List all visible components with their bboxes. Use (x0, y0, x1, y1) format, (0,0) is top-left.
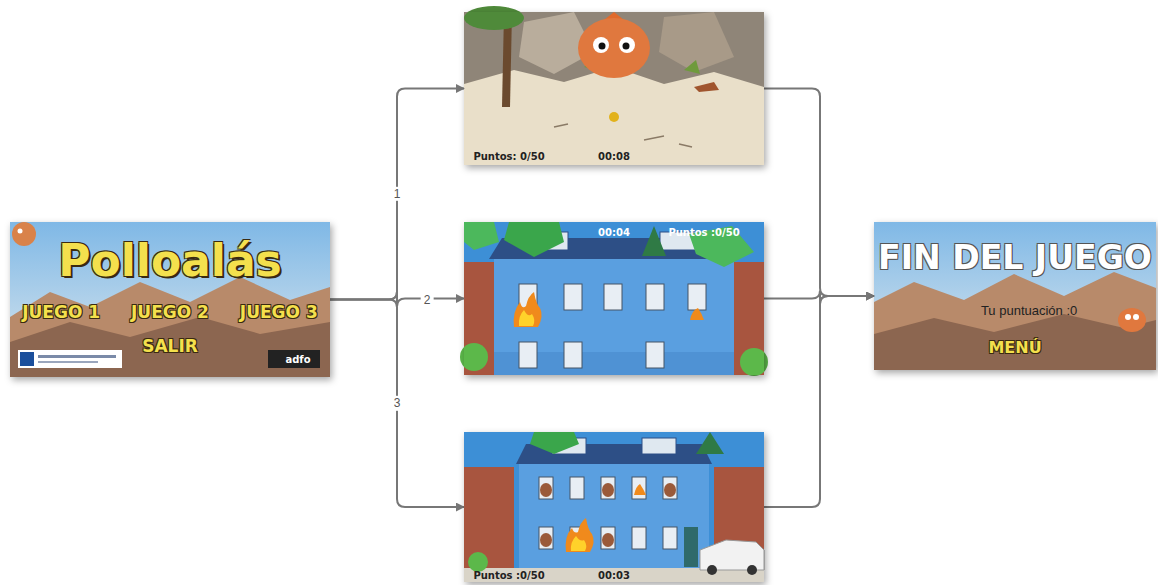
edge-label: 1 (391, 187, 404, 201)
score-text: Puntos :0/50 (668, 226, 739, 237)
flow-arrow (330, 300, 464, 508)
menu-button: SALIR (142, 337, 198, 356)
logo-text: adfo (285, 354, 310, 365)
menu-button: JUEGO 1 (22, 303, 100, 322)
building-game-art (460, 222, 768, 376)
flow-arrow (764, 291, 874, 305)
flow-arrow (764, 296, 874, 507)
flow-arrow (330, 89, 464, 300)
menu-button: MENÚ (988, 339, 1041, 357)
score-text: Tu puntuación :0 (981, 304, 1077, 318)
score-text: Puntos: 0/50 (473, 150, 544, 161)
game-title: Polloalás (58, 237, 282, 285)
menu-button: JUEGO 3 (240, 303, 318, 322)
menu-button: JUEGO 2 (131, 303, 209, 322)
timer-text: 00:03 (598, 570, 630, 581)
menu-screen-art (10, 222, 330, 377)
end-screen-art (874, 222, 1156, 370)
timer-text: 00:04 (598, 226, 630, 237)
flow-arrow (764, 89, 874, 297)
timer-text: 00:08 (598, 150, 630, 161)
edge-label: 3 (391, 396, 404, 410)
edge-label: 2 (421, 292, 434, 306)
score-text: Puntos :0/50 (473, 570, 544, 581)
building-chickens-game-art (464, 432, 764, 582)
end-title: FIN DEL JUEGO (878, 239, 1152, 275)
end-screen: FIN DEL JUEGO Tu puntuación :0 MENÚ (874, 222, 1156, 370)
game-screen: Puntos: 0/50 00:08 (464, 12, 764, 165)
menu-screen: PolloalásJUEGO 1 JUEGO 2 JUEGO 3 SALIR adfo (10, 222, 330, 377)
game-screen: Puntos :0/50 00:03 (464, 432, 764, 582)
game-screen: 00:04 Puntos :0/50 (464, 222, 764, 375)
desert-game-art (464, 6, 764, 165)
